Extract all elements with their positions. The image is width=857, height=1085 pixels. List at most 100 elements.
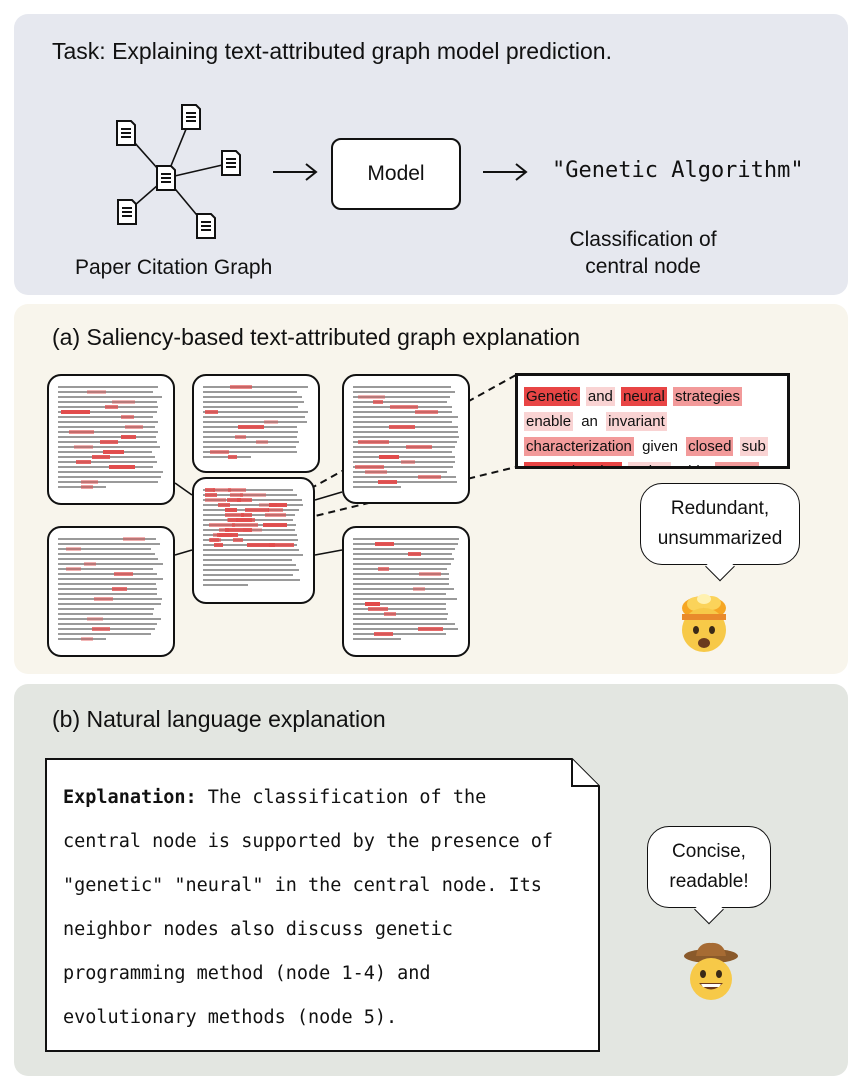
saliency-highlight [83, 562, 97, 566]
saliency-highlight [61, 410, 91, 414]
node-text-line [353, 400, 448, 404]
node-text-line [58, 421, 159, 423]
saliency-highlight [204, 410, 219, 414]
node-text-line [353, 486, 401, 488]
saliency-highlight [94, 597, 114, 601]
saliency-highlight [232, 523, 258, 527]
saliency-token: space [715, 462, 760, 466]
neighbor-node-1 [47, 374, 175, 505]
saliency-token: and [585, 387, 615, 406]
node-text-line [353, 572, 450, 576]
node-text-line [353, 602, 447, 606]
saliency-highlight [228, 488, 247, 492]
node-text-line [58, 633, 152, 635]
natural-title: (b) Natural language explanation [52, 706, 386, 732]
node-text-line [353, 455, 456, 459]
node-text-line [203, 569, 300, 571]
node-text-line [58, 435, 156, 439]
node-text-line [353, 587, 455, 591]
saliency-highlight [235, 435, 246, 439]
node-text-line [353, 475, 456, 479]
saliency-highlight [227, 518, 238, 522]
node-text-line [353, 578, 450, 580]
node-text-line [353, 421, 453, 423]
saliency-highlight [228, 455, 238, 459]
saliency-highlight [378, 567, 390, 571]
bubble-text-1: Redundant, [670, 498, 770, 519]
node-text-line [353, 451, 452, 453]
saliency-highlight [225, 528, 253, 532]
saliency-highlight [229, 493, 244, 497]
node-text-line [203, 518, 294, 522]
node-text-line [58, 597, 163, 601]
node-text-line [58, 583, 156, 585]
node-text-line [58, 465, 153, 469]
saliency-highlight [114, 572, 134, 576]
saliency-highlight [210, 450, 229, 454]
node-text-line [203, 410, 308, 414]
saliency-highlight [418, 572, 441, 576]
saliency-token: approximation [524, 462, 623, 466]
saliency-highlight [205, 498, 226, 502]
cowboy-emoji [682, 940, 740, 1002]
saliency-token: strategies [672, 387, 742, 406]
saliency-token: an [579, 412, 600, 431]
bubble-text-2: unsummarized [657, 528, 783, 549]
saliency-highlight [269, 503, 287, 507]
saliency-highlight [256, 440, 269, 444]
saliency-highlight [263, 420, 278, 424]
node-text-line [203, 549, 299, 551]
node-text-line [58, 396, 163, 398]
node-text-line [203, 538, 298, 542]
classification-caption-1: Classification of [569, 228, 717, 251]
node-text-line [353, 567, 448, 571]
node-text-line [353, 445, 455, 449]
node-text-line [203, 554, 303, 556]
node-text-line [353, 607, 447, 611]
saliency-highlight [390, 405, 419, 409]
node-text-line [58, 476, 161, 478]
node-text-line [203, 385, 309, 389]
saliency-highlight [240, 513, 253, 517]
node-text-line [203, 523, 297, 527]
saliency-highlight [218, 528, 229, 532]
node-text-line [203, 584, 249, 586]
node-text-line [353, 391, 456, 393]
node-text-line [353, 552, 452, 556]
saliency-highlight [99, 440, 118, 444]
saliency-highlight [364, 602, 380, 606]
saliency-highlight [389, 425, 415, 429]
node-text-line [58, 390, 153, 394]
neighbor-node-3 [342, 374, 470, 504]
node-text-line [58, 471, 164, 473]
node-text-line [58, 425, 155, 429]
central-node [192, 477, 315, 604]
node-text-line [58, 553, 155, 555]
saliency-highlight [242, 528, 262, 532]
saliency-highlight [65, 567, 82, 571]
explanation-body: The classification of the central node i… [63, 787, 554, 1028]
node-text-line [58, 430, 159, 434]
saliency-highlight [358, 395, 385, 399]
saliency-highlight [401, 460, 415, 464]
node-text-line [203, 446, 297, 448]
saliency-highlight [209, 538, 221, 542]
node-text-line [58, 400, 157, 404]
saliency-highlight [407, 552, 421, 556]
concise-speech-bubble: Concise, readable! [647, 826, 771, 925]
saliency-highlight [65, 547, 82, 551]
bubble-text-3: Concise, [672, 841, 746, 862]
right-arrow-icon [483, 163, 528, 181]
node-text-line [58, 410, 158, 414]
node-text-line [203, 564, 296, 566]
node-text-line [58, 637, 106, 641]
node-text-line [203, 391, 298, 393]
saliency-title: (a) Saliency-based text-attributed graph… [52, 324, 581, 350]
saliency-highlight [68, 430, 95, 434]
saliency-highlight [217, 533, 238, 537]
saliency-highlight [373, 400, 383, 404]
node-text-line [58, 386, 158, 388]
node-text-line [353, 460, 455, 464]
node-text-line [353, 465, 453, 469]
saliency-highlight [354, 465, 384, 469]
